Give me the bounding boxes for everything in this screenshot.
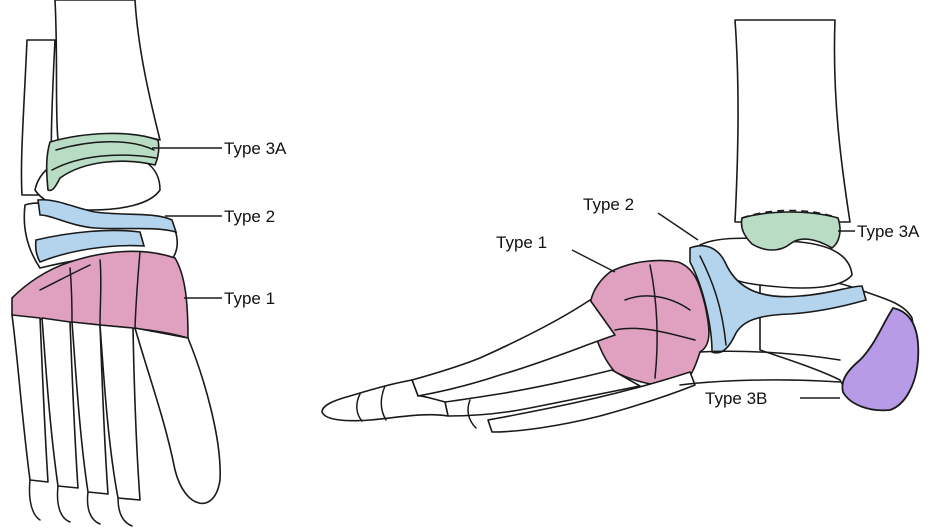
front-type2-label: Type 2 bbox=[224, 207, 275, 226]
front-toe-2 bbox=[118, 498, 132, 526]
front-toe-4 bbox=[58, 486, 71, 522]
side-type3a-region bbox=[741, 212, 840, 250]
front-view: Type 3A Type 2 Type 1 bbox=[12, 0, 287, 526]
front-toe-5 bbox=[29, 480, 40, 520]
front-metatarsal-5 bbox=[12, 315, 48, 482]
side-sole-line bbox=[680, 380, 840, 385]
front-tibia bbox=[55, 0, 160, 140]
side-type2-label: Type 2 bbox=[583, 195, 634, 214]
side-type3a-label: Type 3A bbox=[857, 222, 920, 241]
side-view: Type 2 Type 1 Type 3A Type 3B bbox=[322, 20, 920, 432]
side-type1-region bbox=[590, 260, 709, 385]
side-type1-leader bbox=[572, 250, 615, 272]
side-tibia bbox=[735, 20, 850, 222]
front-toe-3 bbox=[88, 492, 101, 524]
side-type1-label: Type 1 bbox=[496, 233, 547, 252]
front-metatarsal-1 bbox=[135, 328, 220, 503]
side-type2-leader bbox=[658, 213, 698, 240]
front-type1-label: Type 1 bbox=[224, 289, 275, 308]
side-type3b-label: Type 3B bbox=[705, 389, 767, 408]
front-type1-divider-2 bbox=[100, 260, 101, 325]
front-type3a-label: Type 3A bbox=[224, 139, 287, 158]
